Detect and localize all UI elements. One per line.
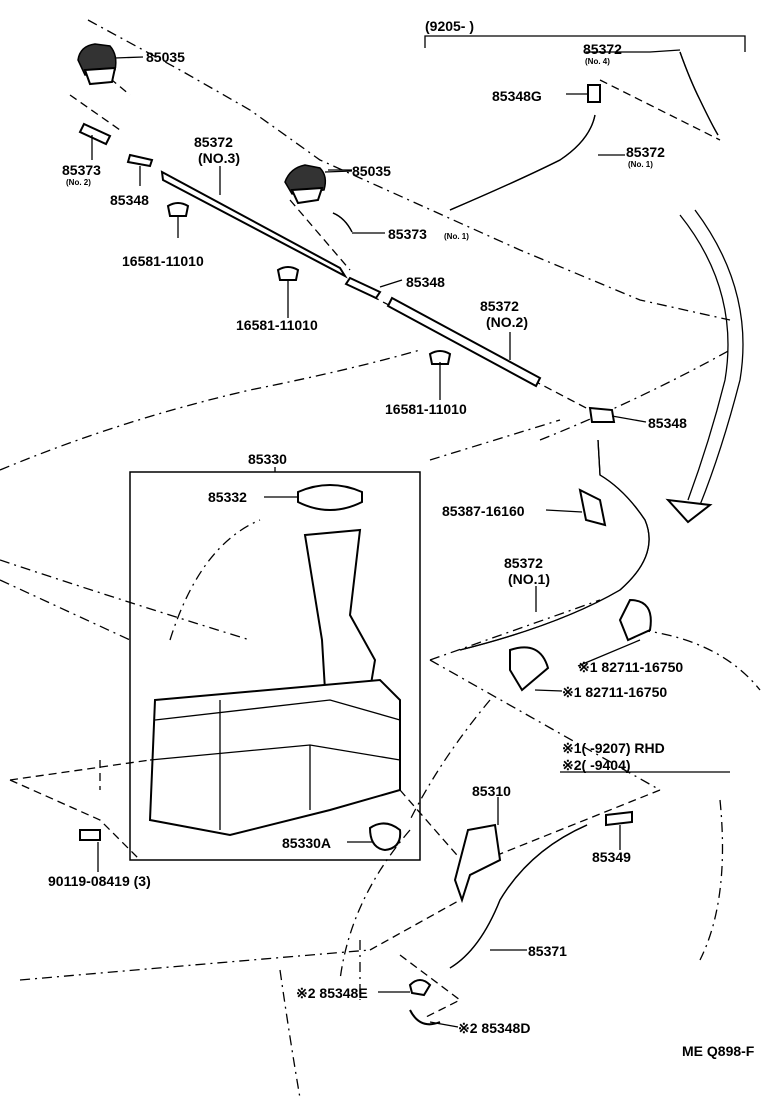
nozzle-85035-top bbox=[77, 43, 144, 86]
label-82711-b: ※1 82711-16750 bbox=[562, 684, 667, 700]
label-85372-no3: 85372 bbox=[194, 134, 233, 150]
label-85348D: ※2 85348D bbox=[458, 1020, 530, 1036]
label-85330: 85330 bbox=[248, 451, 287, 467]
label-85348-b: 85348 bbox=[406, 274, 445, 290]
connectors bbox=[79, 84, 652, 1026]
bracket-range-text: (9205- ) bbox=[425, 18, 474, 34]
label-85035-mid: 85035 bbox=[352, 163, 391, 179]
nozzle-85035-mid bbox=[284, 164, 353, 205]
label-85372-no2: 85372 bbox=[480, 298, 519, 314]
diagram-code: ME Q898-F bbox=[682, 1043, 755, 1059]
label-85330A: 85330A bbox=[282, 835, 331, 851]
label-16581-c: 16581-11010 bbox=[385, 401, 467, 417]
label-85371: 85371 bbox=[528, 943, 567, 959]
label-85372-no4: 85372 bbox=[583, 41, 622, 57]
label-85372-no1-top: 85372 bbox=[626, 144, 665, 160]
note-no1-paren-low: (NO.1) bbox=[508, 571, 550, 587]
direction-arrow bbox=[665, 209, 744, 524]
tank-assembly-box bbox=[129, 471, 421, 861]
leader-lines bbox=[91, 49, 681, 1028]
label-16581-b: 16581-11010 bbox=[236, 317, 318, 333]
label-85372-no1-low: 85372 bbox=[504, 555, 543, 571]
label-85348G: 85348G bbox=[492, 88, 542, 104]
label-90119: 90119-08419 (3) bbox=[48, 873, 151, 889]
note-no4: (No. 4) bbox=[585, 57, 610, 66]
note-2: ※2( -9404) bbox=[562, 757, 631, 773]
note-no3: (NO.3) bbox=[198, 150, 240, 166]
label-16581-a: 16581-11010 bbox=[122, 253, 204, 269]
note-no1-mid: (No. 1) bbox=[444, 232, 469, 241]
label-82711-a: ※1 82711-16750 bbox=[578, 659, 683, 675]
hoses bbox=[78, 51, 719, 969]
label-85373: 85373 bbox=[62, 162, 101, 178]
note-no2-paren: (NO.2) bbox=[486, 314, 528, 330]
note-1: ※1( -9207) RHD bbox=[562, 740, 665, 756]
label-85348-a: 85348 bbox=[110, 192, 149, 208]
label-85373-no1: 85373 bbox=[388, 226, 427, 242]
label-85310: 85310 bbox=[472, 783, 511, 799]
date-range-bracket: (9205- ) bbox=[424, 18, 746, 52]
label-85387: 85387-16160 bbox=[442, 503, 525, 519]
label-85349: 85349 bbox=[592, 849, 631, 865]
note-no2: (No. 2) bbox=[66, 178, 91, 187]
label-85035-top: 85035 bbox=[146, 49, 185, 65]
label-85348E: ※2 85348E bbox=[296, 985, 368, 1001]
note-no1-top: (No. 1) bbox=[628, 160, 653, 169]
label-85348-c: 85348 bbox=[648, 415, 687, 431]
label-85332: 85332 bbox=[208, 489, 247, 505]
body-outline-lines bbox=[0, 19, 761, 1098]
